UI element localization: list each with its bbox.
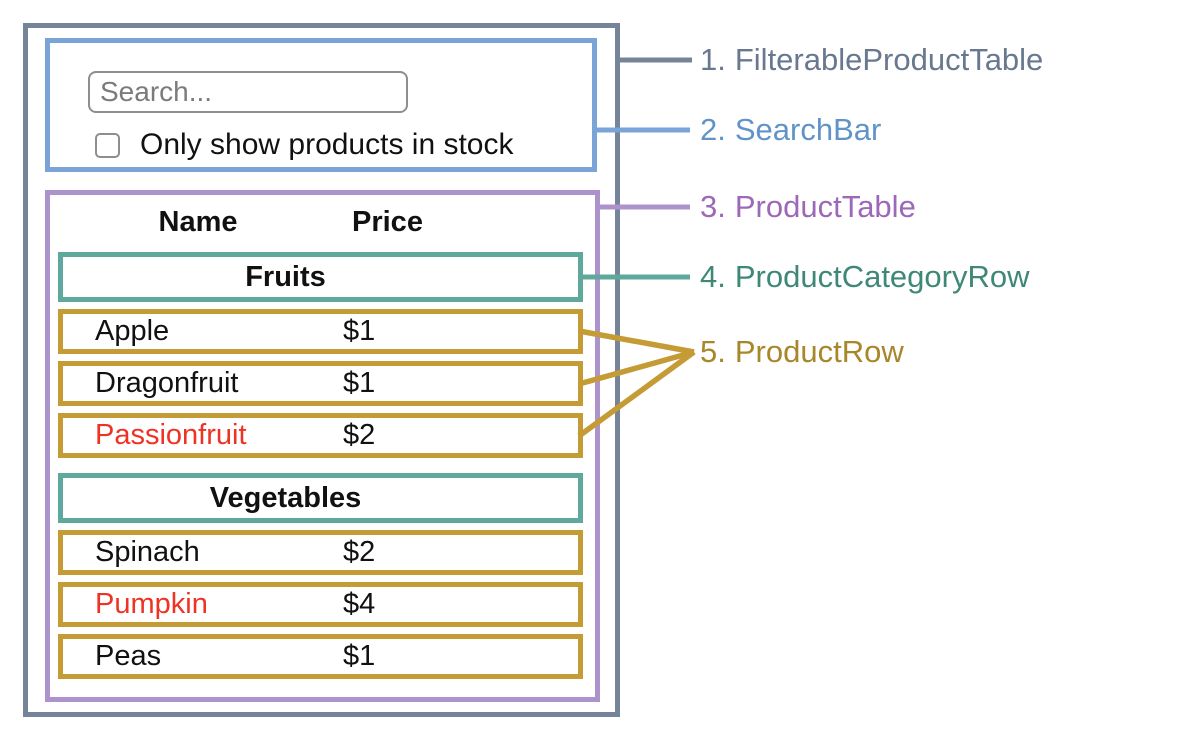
product-row: Apple $1 <box>58 309 583 354</box>
legend-product-table: 3.ProductTable <box>700 189 916 225</box>
product-price: $4 <box>343 588 376 620</box>
table-header-row: Name Price <box>58 198 583 246</box>
legend-name: FilterableProductTable <box>734 42 1044 77</box>
legend-name: SearchBar <box>734 112 882 147</box>
legend-product-category-row: 4.ProductCategoryRow <box>700 259 1030 295</box>
in-stock-checkbox[interactable] <box>95 132 120 158</box>
column-header-price: Price <box>352 205 423 238</box>
product-price: $1 <box>343 640 376 672</box>
product-name: Dragonfruit <box>95 367 239 399</box>
legend-name: ProductRow <box>734 334 904 369</box>
product-name: Peas <box>95 640 162 672</box>
legend-search-bar: 2.SearchBar <box>700 112 881 148</box>
legend-number: 3. <box>700 189 726 224</box>
product-name: Pumpkin <box>95 588 208 620</box>
product-name: Passionfruit <box>95 419 247 451</box>
product-price: $1 <box>343 315 376 347</box>
product-row: Spinach $2 <box>58 530 583 575</box>
product-row: Pumpkin $4 <box>58 582 583 627</box>
stock-filter-row: Only show products in stock <box>95 128 514 161</box>
product-price: $2 <box>343 536 376 568</box>
product-name: Apple <box>95 315 170 347</box>
product-price: $2 <box>343 419 376 451</box>
product-row: Peas $1 <box>58 634 583 679</box>
legend-product-row: 5.ProductRow <box>700 334 904 370</box>
search-input[interactable] <box>88 71 408 113</box>
product-category-row: Fruits <box>58 252 583 302</box>
legend-name: ProductTable <box>734 189 916 224</box>
column-header-name: Name <box>158 205 238 238</box>
table-rows: Fruits Apple $1 Dragonfruit $1 Passionfr… <box>58 252 583 686</box>
product-name: Spinach <box>95 536 200 568</box>
legend-number: 5. <box>700 334 726 369</box>
category-label: Fruits <box>245 260 326 293</box>
product-category-row: Vegetables <box>58 473 583 523</box>
legend-filterable-product-table: 1.FilterableProductTable <box>700 42 1043 78</box>
product-price: $1 <box>343 367 376 399</box>
legend-number: 1. <box>700 42 726 77</box>
legend-number: 4. <box>700 259 726 294</box>
category-label: Vegetables <box>209 481 362 514</box>
in-stock-checkbox-label: Only show products in stock <box>140 128 514 161</box>
product-row: Dragonfruit $1 <box>58 361 583 406</box>
legend-name: ProductCategoryRow <box>734 259 1030 294</box>
legend-number: 2. <box>700 112 726 147</box>
product-row: Passionfruit $2 <box>58 413 583 458</box>
